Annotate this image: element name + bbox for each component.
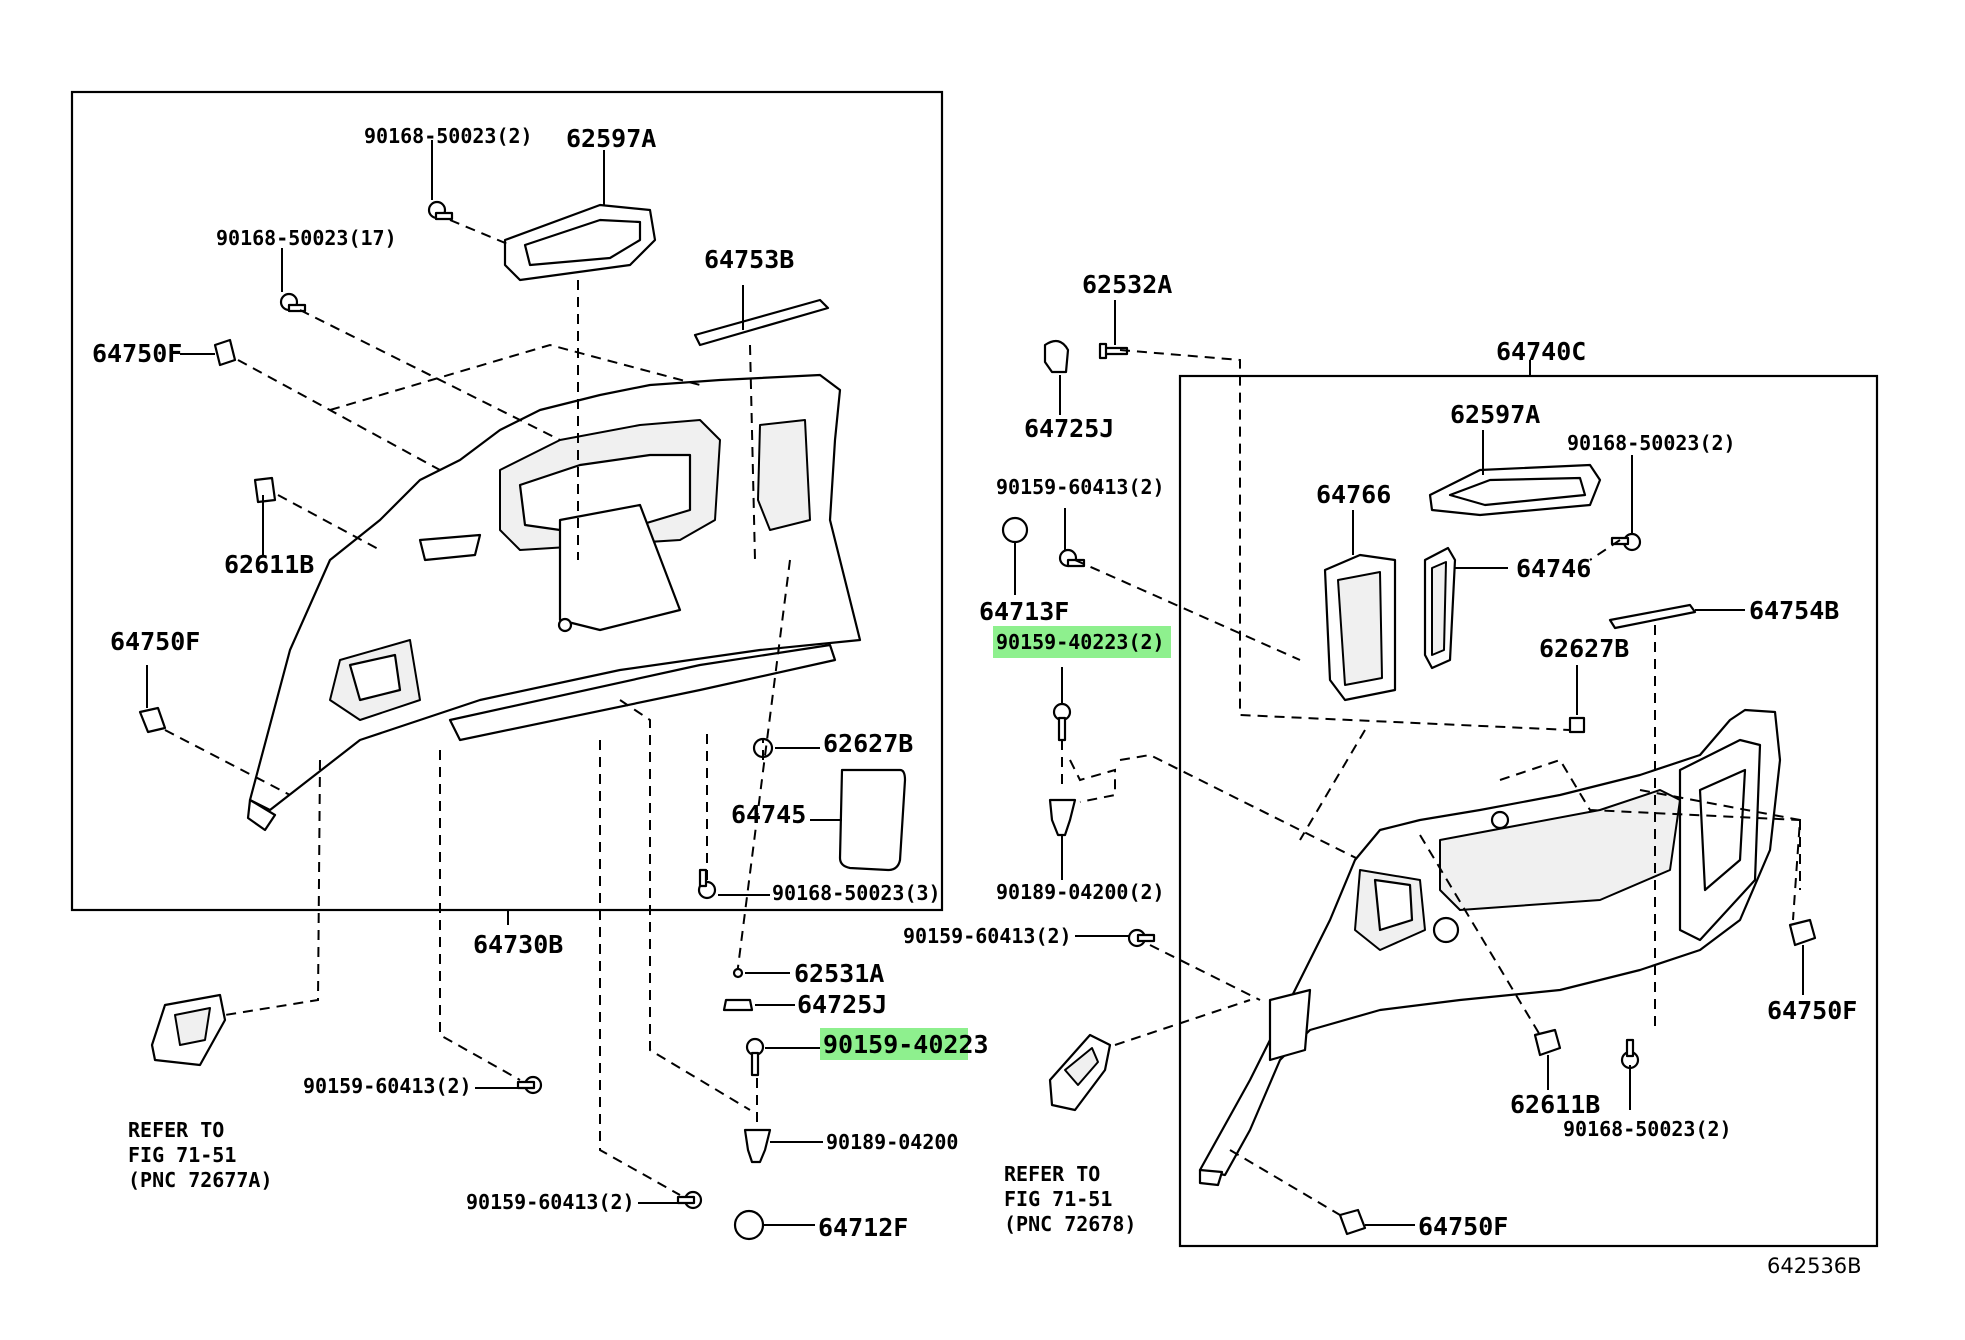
part-label[interactable]: 62627B [823, 729, 913, 758]
part-label[interactable]: 62597A [566, 124, 656, 153]
right-quarter-trim-panel [1198, 708, 1782, 1187]
screw-icon [1058, 548, 1086, 568]
part-label[interactable]: 64750F [1418, 1212, 1508, 1241]
part-label[interactable]: 64750F [1767, 996, 1857, 1025]
refer-note-line: (PNC 72678) [1004, 1212, 1136, 1236]
refer-note-line: (PNC 72677A) [128, 1168, 273, 1192]
part-label[interactable]: 64754B [1749, 596, 1839, 625]
screw-icon [1620, 1038, 1640, 1070]
clip-icon [722, 998, 754, 1012]
right-assembly-box [1178, 374, 1879, 1248]
part-label[interactable]: 90168-50023(2) [1563, 1117, 1732, 1141]
part-label[interactable]: 64750F [92, 339, 182, 368]
right-side-panel-64766-icon [1323, 553, 1397, 702]
right-handle-64746-icon [1423, 546, 1457, 670]
part-label[interactable]: 90159-60413(2) [996, 475, 1165, 499]
clip-icon [1338, 1208, 1367, 1236]
grommet-icon [733, 1209, 765, 1241]
refer-note-line: REFER TO [1004, 1162, 1100, 1186]
part-label[interactable]: 64745 [731, 800, 806, 829]
screw-icon [676, 1190, 703, 1210]
left-side-cover-icon [150, 993, 227, 1067]
part-label[interactable]: 62532A [1082, 270, 1172, 299]
part-label[interactable]: 64766 [1316, 480, 1391, 509]
clip-icon [1788, 918, 1817, 947]
part-label[interactable]: 90159-60413(2) [903, 924, 1072, 948]
part-label[interactable]: 64713F [979, 597, 1069, 626]
left-quarter-trim-panel [246, 373, 862, 832]
left-garnish-strip-icon [693, 298, 830, 347]
highlight-90159-40223 [820, 1028, 968, 1060]
part-label[interactable]: 64725J [1024, 414, 1114, 443]
part-label[interactable]: 64746 [1516, 554, 1591, 583]
clip-icon [1533, 1028, 1562, 1057]
part-label[interactable]: 90168-50023(3) [772, 881, 941, 905]
right-garnish-strip-icon [1608, 603, 1697, 630]
right-upper-tray-icon [1428, 463, 1602, 517]
screw-icon [745, 1037, 765, 1077]
part-label[interactable]: 90159-40223 [823, 1030, 989, 1059]
grommet-icon [1001, 516, 1029, 544]
part-label[interactable]: 64753B [704, 245, 794, 274]
left-upper-tray-icon [503, 203, 657, 282]
clip-icon [213, 338, 237, 367]
right-side-cover-icon [1048, 1033, 1112, 1112]
clip-icon [253, 476, 277, 504]
clip-icon [1043, 339, 1070, 374]
part-label[interactable]: 90168-50023(17) [216, 226, 397, 250]
part-label[interactable]: 90189-04200(2) [996, 880, 1165, 904]
part-label[interactable]: 64712F [818, 1213, 908, 1242]
part-label[interactable]: 62597A [1450, 400, 1540, 429]
part-label[interactable]: 62611B [1510, 1090, 1600, 1119]
screw-icon [516, 1075, 543, 1095]
part-label[interactable]: 64750F [110, 627, 200, 656]
screw-icon [279, 292, 307, 313]
part-label[interactable]: 90168-50023(2) [1567, 431, 1736, 455]
clip-icon [743, 1128, 772, 1164]
part-label[interactable]: 90189-04200 [826, 1130, 958, 1154]
screw-icon [427, 200, 454, 221]
screw-icon [1127, 928, 1156, 948]
left-lower-panel-icon [838, 768, 907, 872]
clip-icon [1568, 716, 1586, 734]
part-label[interactable]: 90159-60413(2) [466, 1190, 635, 1214]
refer-note-line: FIG 71-51 [128, 1143, 236, 1167]
refer-note-line: FIG 71-51 [1004, 1187, 1112, 1211]
refer-note-line: REFER TO [128, 1118, 224, 1142]
part-label[interactable]: 64725J [797, 990, 887, 1019]
clip-icon [1048, 798, 1077, 837]
part-label[interactable]: 90159-60413(2) [303, 1074, 472, 1098]
part-label[interactable]: 90168-50023(2) [364, 124, 533, 148]
part-label[interactable]: 90159-40223(2) [996, 630, 1165, 654]
assembly-label[interactable]: 64740C [1496, 337, 1586, 366]
clip-icon [138, 706, 167, 734]
figure-id: 642536B [1767, 1254, 1862, 1278]
part-label[interactable]: 62531A [794, 959, 884, 988]
assembly-label[interactable]: 64730B [473, 930, 563, 959]
screw-icon [1052, 702, 1072, 742]
highlight-90159-40223-2 [993, 626, 1171, 658]
grommet-icon [732, 967, 744, 979]
part-label[interactable]: 62627B [1539, 634, 1629, 663]
part-label[interactable]: 62611B [224, 550, 314, 579]
